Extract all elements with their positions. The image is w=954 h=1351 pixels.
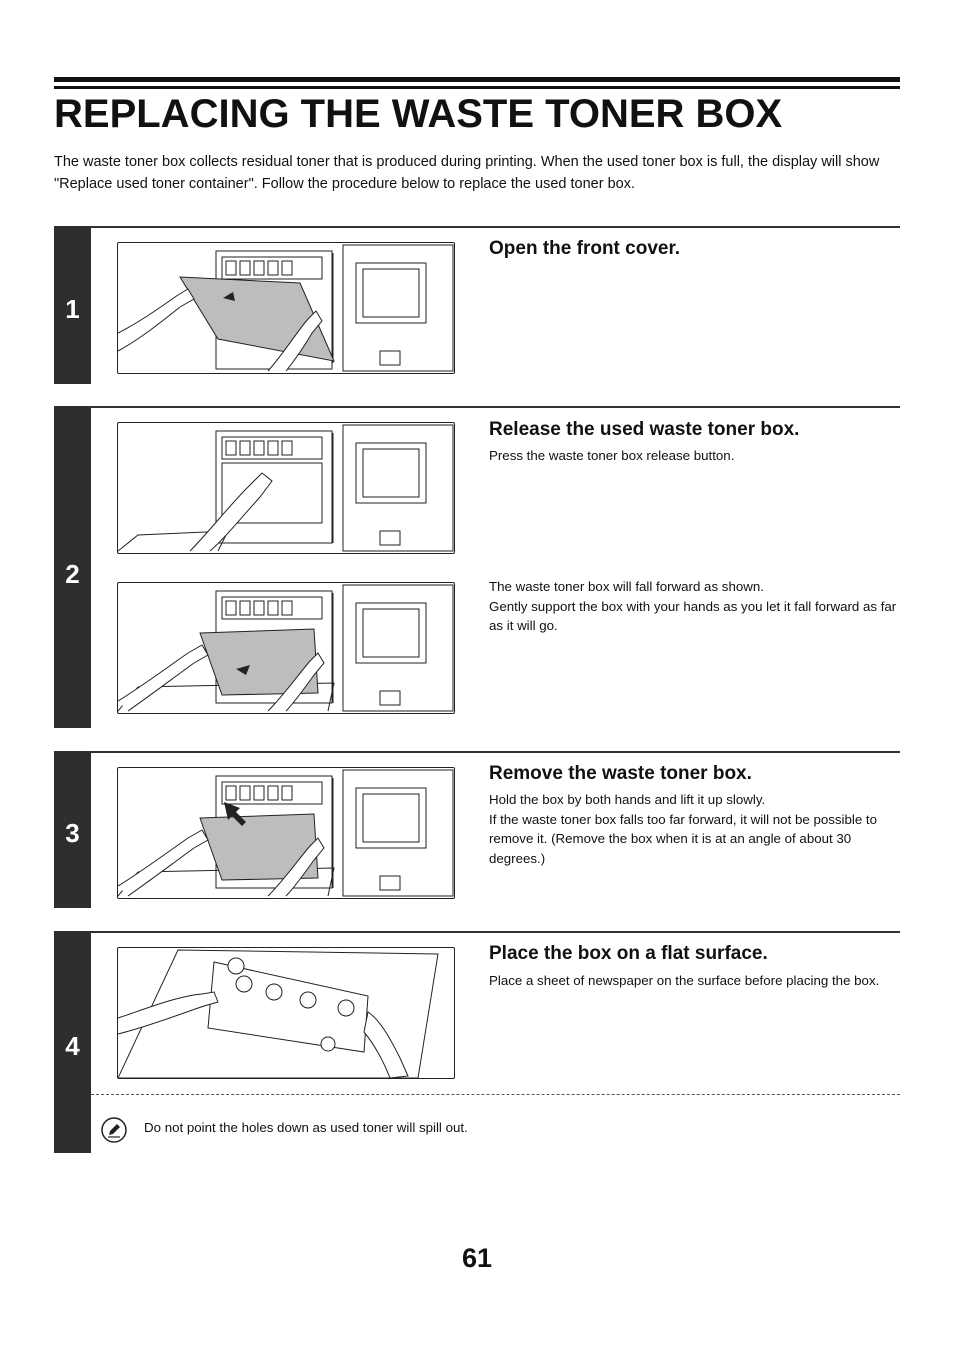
top-rule-thick — [54, 77, 900, 82]
step-2-rule — [91, 406, 900, 408]
step-4-number: 4 — [65, 1031, 80, 1061]
step-2-text-a: Press the waste toner box release button… — [489, 448, 735, 463]
step-4-bar: 4 — [54, 931, 91, 1153]
step-2-text-b: The waste toner box will fall forward as… — [489, 579, 897, 633]
step-3-title: Remove the waste toner box. — [489, 763, 752, 784]
step-3-rule — [91, 751, 900, 753]
step-1-rule — [91, 226, 900, 228]
step-2-illustration-a — [117, 422, 455, 554]
step-4-title: Place the box on a flat surface. — [489, 943, 768, 964]
top-rule-thin — [54, 86, 900, 89]
pencil-note-icon — [101, 1117, 127, 1143]
note-text: Do not point the holes down as used tone… — [144, 1120, 468, 1135]
step-1-bar: 1 — [54, 226, 91, 384]
step-2-title: Release the used waste toner box. — [489, 419, 800, 440]
step-3-text: Hold the box by both hands and lift it u… — [489, 792, 878, 866]
step-3-illustration — [117, 767, 455, 899]
step-4-rule — [91, 931, 900, 933]
page-number: 61 — [461, 1243, 493, 1273]
step-3-number: 3 — [65, 818, 80, 848]
step-3-bar: 3 — [54, 751, 91, 908]
step-2-bar: 2 — [54, 406, 91, 728]
step-1-title: Open the front cover. — [489, 238, 681, 259]
note-divider — [91, 1094, 900, 1095]
step-2-illustration-b — [117, 582, 455, 714]
step-2-number: 2 — [65, 559, 80, 589]
step-1-number: 1 — [65, 294, 80, 324]
page-title: REPLACING THE WASTE TONER BOX — [54, 92, 783, 136]
step-4-text: Place a sheet of newspaper on the surfac… — [489, 973, 880, 988]
intro-paragraph: The waste toner box collects residual to… — [54, 154, 880, 192]
step-4-illustration — [117, 947, 455, 1079]
step-1-illustration — [117, 242, 455, 374]
